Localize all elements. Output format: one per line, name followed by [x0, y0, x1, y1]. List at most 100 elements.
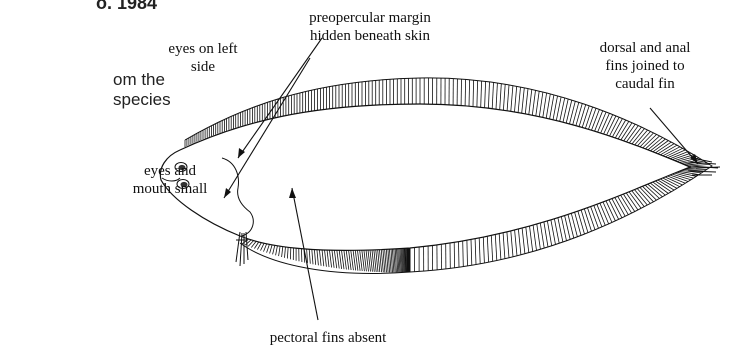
dorsal-fin-ray: [598, 112, 607, 132]
dorsal-fin-ray: [477, 81, 478, 107]
anal-fin-ray: [400, 249, 401, 273]
anal-fin-ray: [518, 229, 521, 255]
anal-fin-ray: [537, 224, 541, 249]
dorsal-fin-ray: [492, 83, 493, 109]
anal-fin-ray: [329, 248, 331, 267]
anal-fin-ray: [578, 211, 585, 234]
anal-fin-ray: [686, 169, 707, 170]
preopercular-label: preopercular margin hidden beneath skin: [280, 9, 460, 45]
dorsal-fin-ray: [539, 92, 543, 117]
anal-fin-ray: [530, 226, 533, 252]
anal-fin-ray: [600, 203, 609, 224]
anal-fin-ray: [483, 237, 484, 263]
dorsal-fin-ray: [585, 107, 592, 128]
dorsal-fin-ray: [518, 87, 520, 113]
eyes-and-mouth-label: eyes and mouth small: [120, 162, 220, 198]
anal-fin-ray: [404, 248, 405, 272]
anal-fin-ray: [507, 232, 509, 258]
anal-fin-ray: [511, 231, 513, 257]
anal-fin-ray: [591, 207, 599, 229]
dorsal-fin-ray: [582, 106, 589, 128]
anal-fin-ray: [459, 242, 460, 267]
anal-fin-ray: [337, 248, 340, 268]
anal-fin-ray: [503, 233, 505, 259]
dorsal-fin-ray: [473, 80, 474, 106]
anal-fin-ray: [533, 225, 536, 250]
dorsal-fin-ray: [465, 79, 466, 105]
anal-fin-ray: [332, 248, 334, 268]
eyes-on-left-side-label: eyes on left side: [143, 40, 263, 76]
anal-fin-ray: [522, 228, 525, 254]
dorsal-label-line-1: dorsal and anal: [570, 39, 720, 57]
dorsal-fin-ray: [592, 109, 600, 130]
dorsal-fin-ray: [589, 108, 597, 129]
eyes-left-label-line-2: side: [143, 58, 263, 76]
preopercular-label-line-2: hidden beneath skin: [280, 27, 460, 45]
dorsal-fin-ray: [500, 84, 502, 110]
pectoral-label-line: pectoral fins absent: [258, 329, 398, 347]
dorsal-fin-ray: [488, 82, 489, 108]
anal-fin-ray: [491, 236, 492, 262]
anal-fin-ray: [471, 240, 472, 266]
anal-fin-ray: [515, 230, 517, 256]
dorsal-fin-ray: [529, 89, 532, 114]
anal-fin-ray: [551, 220, 556, 245]
anal-fin-ray: [581, 210, 588, 233]
dorsal-fin-ray: [595, 111, 603, 132]
anal-fin-ray: [499, 234, 501, 260]
dorsal-fin-ray: [525, 89, 528, 114]
dorsal-fin-ray: [576, 103, 582, 125]
dorsal-fin-ray: [532, 90, 535, 115]
dorsal-fin-ray: [658, 144, 674, 154]
dorsal-fin-ray: [573, 102, 579, 125]
anal-fin-ray: [495, 235, 497, 261]
anal-fin-ray: [467, 240, 468, 266]
dorsal-fin-ray: [650, 139, 665, 151]
eyes-mouth-label-line-1: eyes and: [120, 162, 220, 180]
dorsal-fin-ray: [481, 81, 482, 107]
anal-fin-ray: [603, 202, 612, 223]
dorsal-fin-ray: [515, 86, 517, 112]
anal-fin-ray: [479, 238, 480, 264]
anal-fin-ray: [327, 248, 329, 267]
dorsal-fin-ray: [579, 105, 586, 127]
preopercular-label-line-1: preopercular margin: [280, 9, 460, 27]
anal-fin-ray: [544, 222, 548, 247]
dorsal-anal-fins-label: dorsal and anal fins joined to caudal fi…: [570, 39, 720, 93]
anal-fin-ray: [324, 248, 326, 267]
anal-fin-ray: [405, 248, 406, 272]
anal-fin-ray: [597, 204, 605, 225]
anal-fin-ray: [403, 248, 404, 272]
eyes-left-label-line-1: eyes on left: [143, 40, 263, 58]
anal-fin-ray: [540, 223, 544, 248]
anal-fin-ray: [487, 236, 488, 262]
anal-fin-ray: [594, 205, 602, 227]
dorsal-fin-ray: [485, 82, 486, 108]
dorsal-fin-ray: [546, 94, 550, 118]
dorsal-fin-ray: [507, 85, 509, 111]
body-outline: [160, 104, 690, 250]
anal-fin-ray: [341, 249, 344, 270]
dorsal-fin-ray: [645, 136, 659, 149]
anal-fin-ray: [584, 209, 591, 232]
anal-fin-ray: [344, 249, 347, 270]
anal-fin-ray: [463, 241, 464, 267]
dorsal-label-line-2: fins joined to: [570, 57, 720, 75]
dorsal-fin-ray: [536, 91, 539, 116]
dorsal-fin-ray: [550, 95, 554, 119]
dorsal-fin-ray: [496, 83, 497, 109]
anal-fin-ray: [475, 239, 476, 265]
anal-fin-ray: [526, 227, 529, 253]
pectoral-fins-absent-label: pectoral fins absent: [258, 329, 398, 347]
pelvic-fin: [236, 232, 248, 266]
anal-fin-ray: [322, 248, 324, 267]
anal-fin-ray: [547, 221, 551, 246]
dorsal-fin-ray: [522, 88, 525, 113]
caudal-fin: [688, 158, 720, 175]
dorsal-fin-ray: [469, 80, 470, 106]
anal-fin-ray: [588, 208, 596, 230]
dorsal-fin-ray: [511, 86, 513, 112]
dorsal-fin-ray: [503, 84, 505, 110]
anal-fin-ray: [334, 248, 337, 268]
